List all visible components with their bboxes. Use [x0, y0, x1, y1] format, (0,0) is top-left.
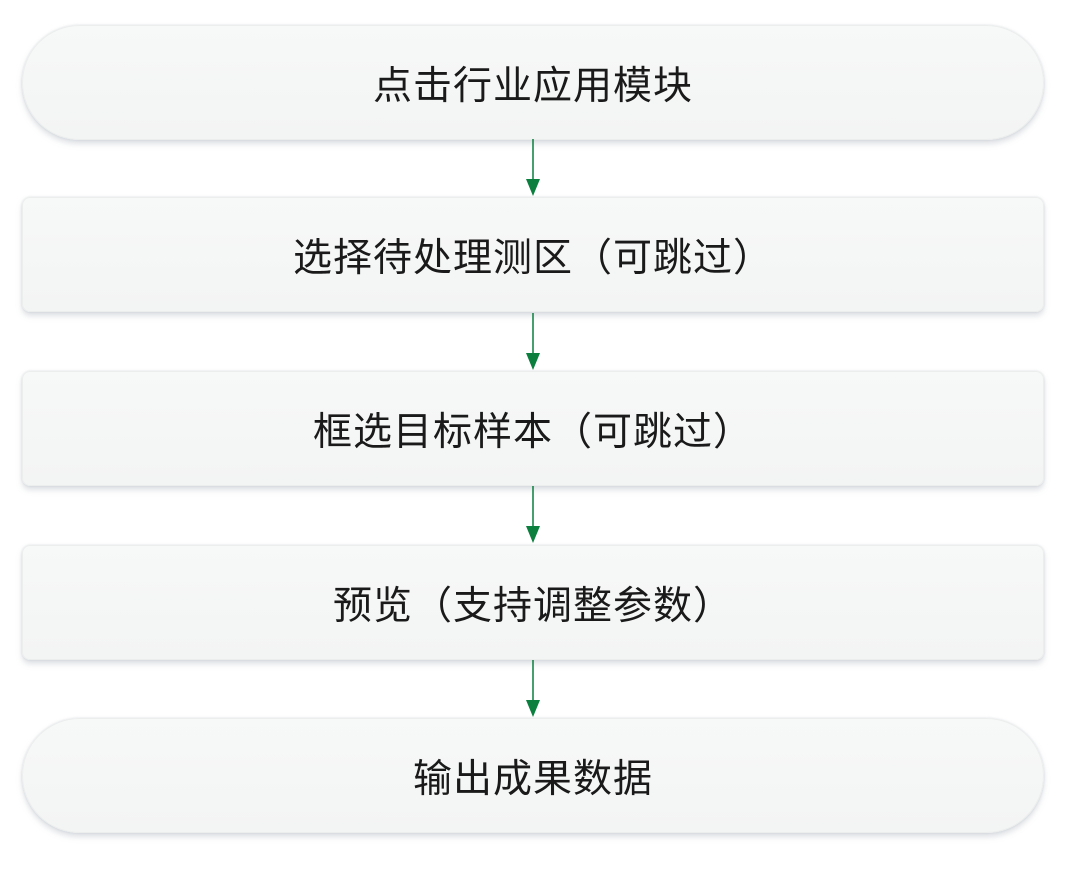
step-label: 预览（支持调整参数）	[332, 583, 733, 629]
step-label: 点击行业应用模块	[372, 63, 693, 109]
step-label: 框选目标样本（可跳过）	[312, 409, 753, 455]
flow-step-select-sample: 框选目标样本（可跳过）	[22, 371, 1044, 486]
flow-step-output: 输出成果数据	[22, 718, 1044, 833]
arrow-down-icon	[526, 313, 540, 370]
arrow-down-icon	[526, 139, 540, 196]
arrow-down-icon	[526, 486, 540, 543]
arrow-down-icon	[526, 660, 540, 717]
step-label: 输出成果数据	[412, 756, 653, 802]
flow-step-start: 点击行业应用模块	[22, 25, 1044, 140]
flow-step-preview: 预览（支持调整参数）	[22, 545, 1044, 660]
flow-step-select-area: 选择待处理测区（可跳过）	[22, 197, 1044, 312]
step-label: 选择待处理测区（可跳过）	[292, 235, 773, 281]
